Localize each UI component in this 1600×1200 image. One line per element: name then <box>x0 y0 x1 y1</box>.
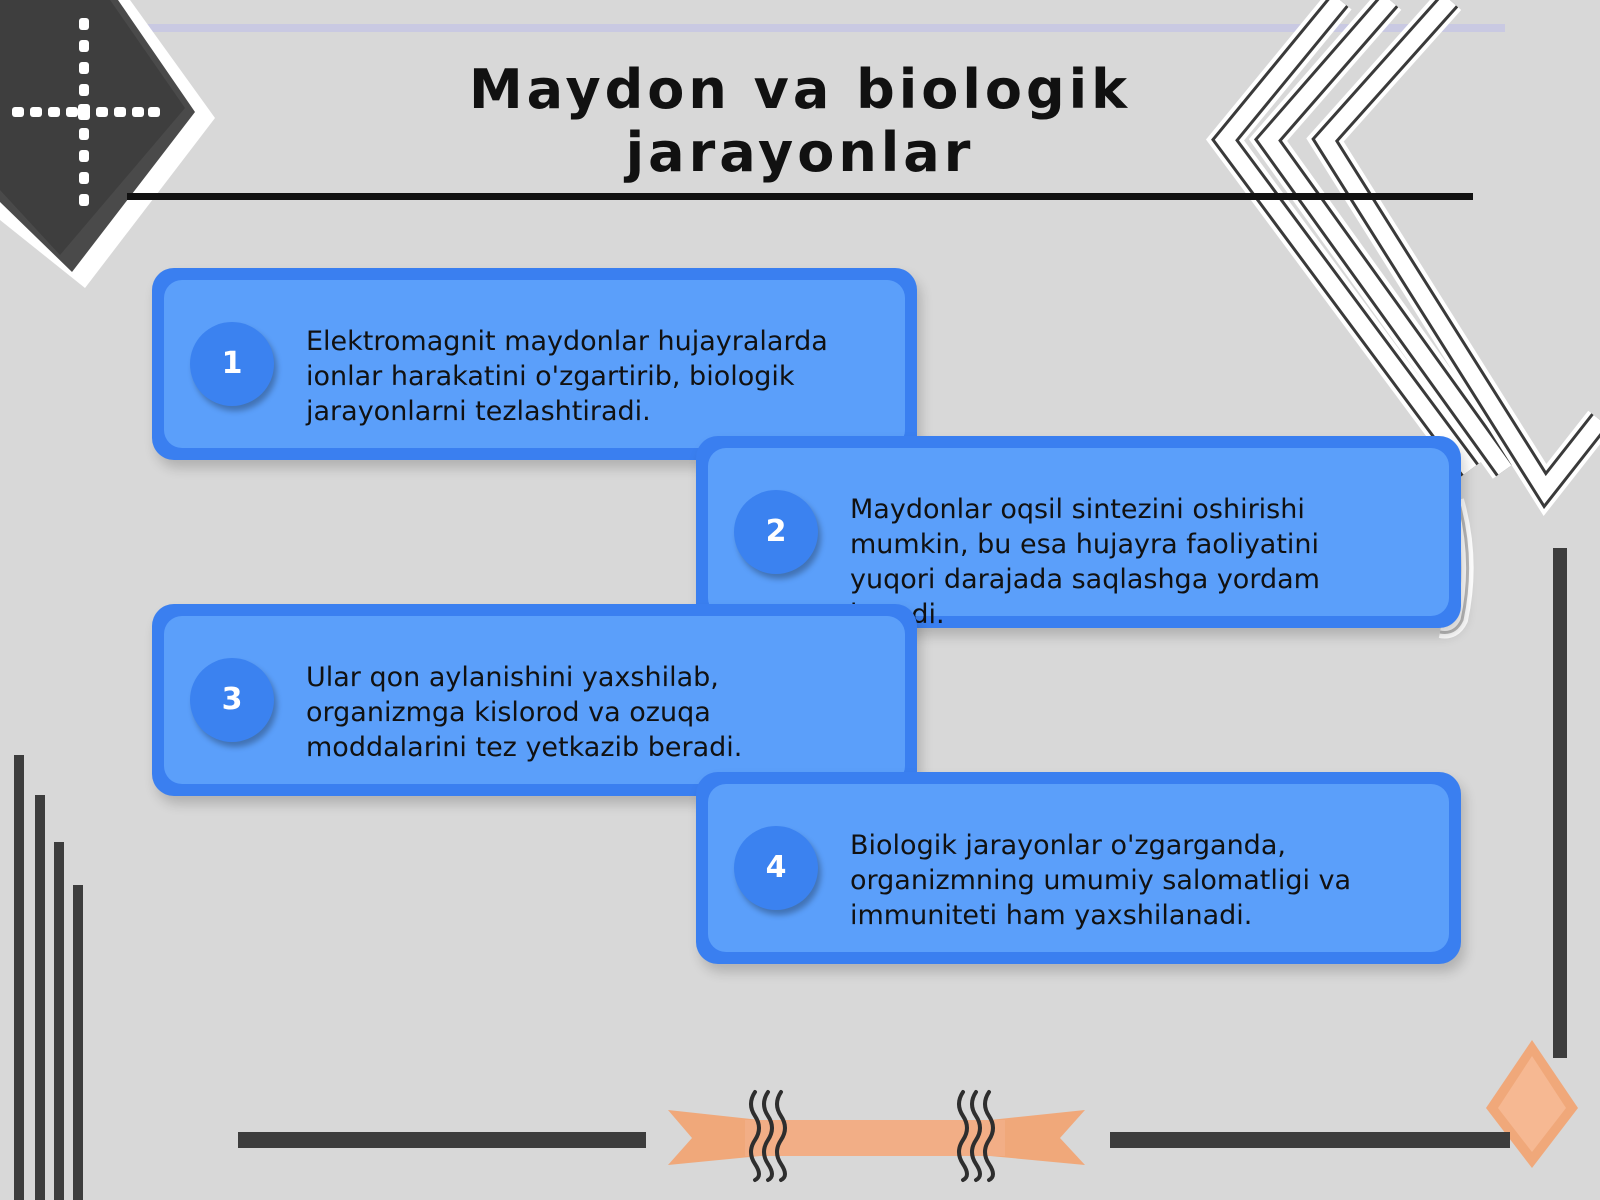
bottom-ribbon <box>668 1110 1085 1165</box>
info-card-1: 1 Elektromagnit maydonlar hujayralarda i… <box>152 268 917 460</box>
left-vertical-bars <box>14 755 83 1200</box>
top-left-diamond-ornament <box>0 0 215 288</box>
card-inner: 2 Maydonlar oqsil sintezini oshirishi mu… <box>708 448 1449 630</box>
bottom-left-bar <box>238 1132 646 1148</box>
wavy-lines <box>749 1090 995 1182</box>
info-card-4: 4 Biologik jarayonlar o'zgarganda, organ… <box>696 772 1461 964</box>
title-underline <box>127 193 1473 200</box>
card-text: Ular qon aylanishini yaxshilab, organizm… <box>306 662 743 763</box>
info-card-3: 3 Ular qon aylanishini yaxshilab, organi… <box>152 604 917 796</box>
card-text: Biologik jarayonlar o'zgarganda, organiz… <box>850 830 1352 931</box>
card-inner: 1 Elektromagnit maydonlar hujayralarda i… <box>164 280 905 448</box>
right-vertical-bar <box>1553 548 1567 1058</box>
card-inner: 4 Biologik jarayonlar o'zgarganda, organ… <box>708 784 1449 952</box>
info-card-2: 2 Maydonlar oqsil sintezini oshirishi mu… <box>696 436 1461 630</box>
top-accent-line <box>95 24 1505 32</box>
bottom-right-diamond <box>1486 1040 1578 1168</box>
card-text: Elektromagnit maydonlar hujayralarda ion… <box>306 326 828 427</box>
step-number-badge: 1 <box>190 322 274 406</box>
step-number-badge: 4 <box>734 826 818 910</box>
step-number-badge: 2 <box>734 490 818 574</box>
card-inner: 3 Ular qon aylanishini yaxshilab, organi… <box>164 616 905 784</box>
card-text: Maydonlar oqsil sintezini oshirishi mumk… <box>850 494 1320 630</box>
slide-title: Maydon va biologik jarayonlar <box>468 58 1132 184</box>
bottom-right-bar <box>1110 1132 1510 1148</box>
step-number-badge: 3 <box>190 658 274 742</box>
